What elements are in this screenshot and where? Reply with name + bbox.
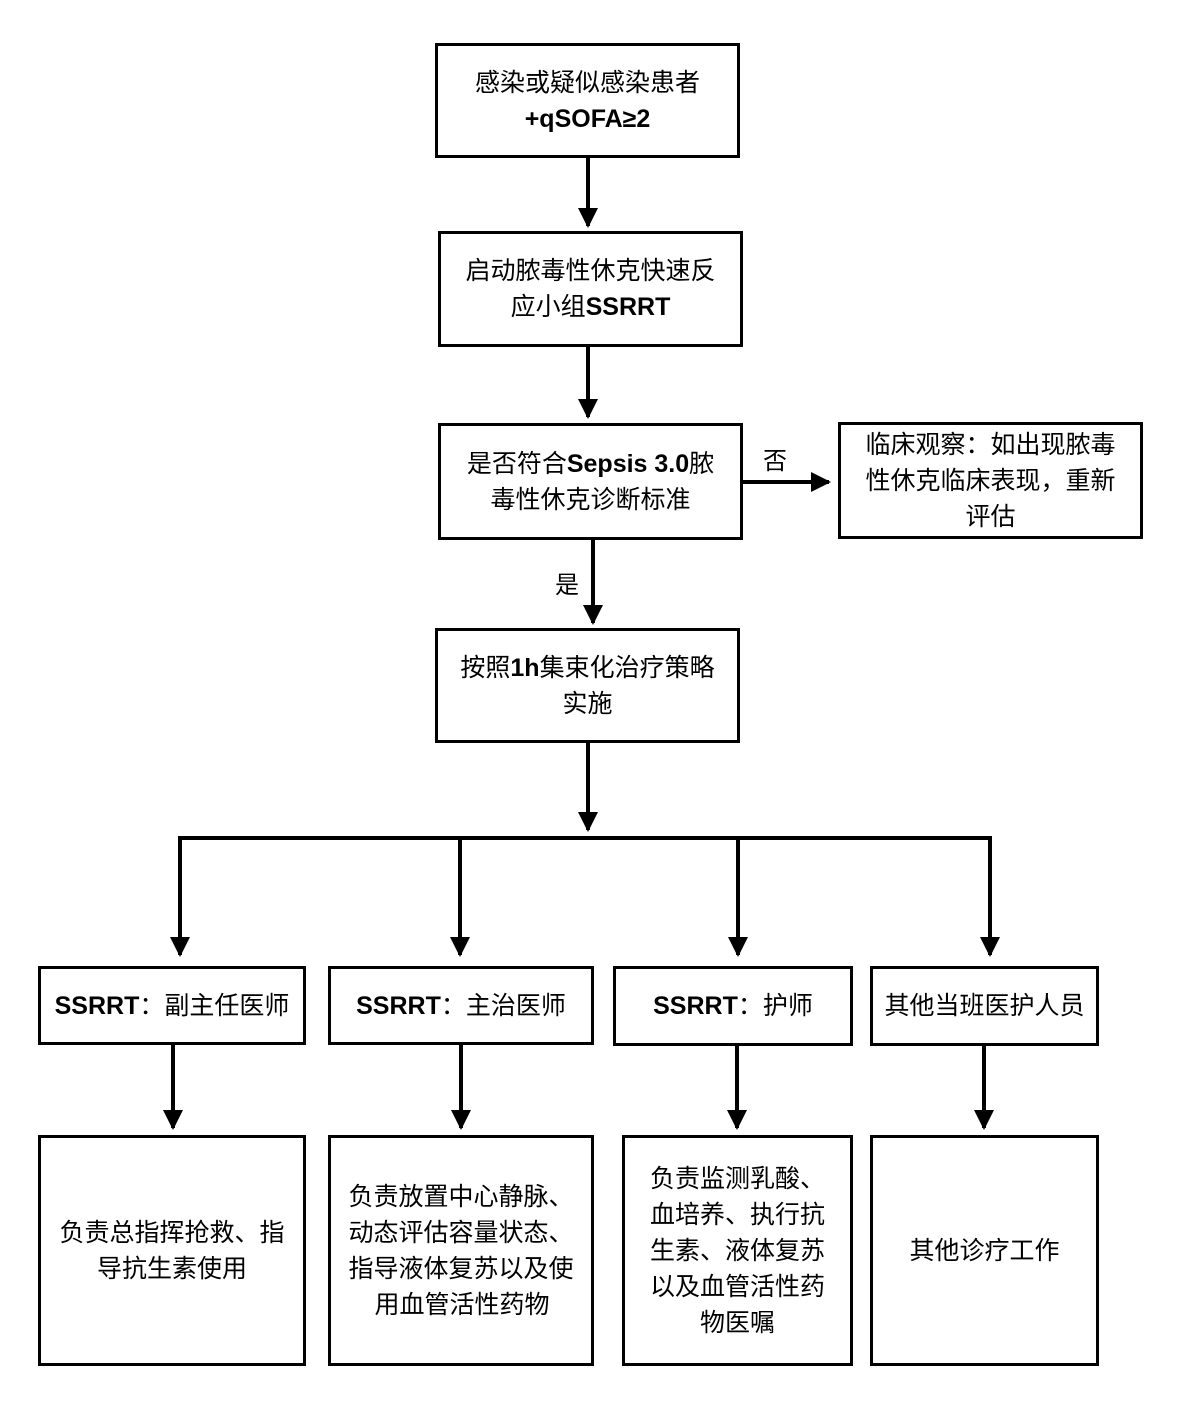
duty-3-line4: 以及血管活性药 xyxy=(649,1271,825,1301)
role-node-1: SSRRT：副主任医师 xyxy=(38,966,306,1045)
duty-4-line1: 其他诊疗工作 xyxy=(909,1235,1060,1265)
role-2-bold: SSRRT xyxy=(356,991,441,1020)
decision-pre: 是否符合 xyxy=(466,448,567,478)
duty-node-4: 其他诊疗工作 xyxy=(870,1135,1099,1366)
role-1-bold: SSRRT xyxy=(54,991,140,1020)
observe-line1: 临床观察：如出现脓毒 xyxy=(865,429,1116,459)
role-1-rest: ：副主任医师 xyxy=(139,990,290,1020)
bundle-post: 集束化治疗策略 xyxy=(539,652,715,682)
role-2-rest: ：主治医师 xyxy=(440,990,566,1020)
role-4-rest: 其他当班医护人员 xyxy=(884,991,1085,1020)
duty-2-line3: 指导液体复苏以及使 xyxy=(348,1253,574,1283)
duty-2-line4: 用血管活性药物 xyxy=(374,1289,550,1319)
role-node-4: 其他当班医护人员 xyxy=(870,966,1099,1046)
role-3-bold: SSRRT xyxy=(653,992,738,1020)
observe-line2: 性休克临床表现，重新 xyxy=(865,465,1116,495)
start-line1: 感染或疑似感染患者 xyxy=(474,67,700,97)
duty-3-line5: 物医嘱 xyxy=(699,1307,775,1337)
role-node-2: SSRRT：主治医师 xyxy=(328,966,594,1045)
activate-line2-pre: 应小组 xyxy=(510,292,586,321)
activate-node: 启动脓毒性休克快速反 应小组SSRRT xyxy=(438,231,743,347)
activate-line2-bold: SSRRT xyxy=(585,293,671,321)
start-line2: +qSOFA≥2 xyxy=(524,104,651,133)
bundle-node: 按照1h集束化治疗策略 实施 xyxy=(435,628,740,743)
decision-post: 脓 xyxy=(689,448,715,478)
duty-3-line2: 血培养、执行抗 xyxy=(649,1199,825,1229)
decision-line2: 毒性休克诊断标准 xyxy=(490,484,691,514)
role-3-rest: ：护师 xyxy=(737,991,813,1020)
bus-line xyxy=(178,836,992,955)
bundle-line2: 实施 xyxy=(562,688,613,718)
duty-1-line2: 导抗生素使用 xyxy=(96,1253,247,1283)
bundle-pre: 按照 xyxy=(460,652,511,682)
observe-line3: 评估 xyxy=(965,501,1016,531)
duty-node-3: 负责监测乳酸、 血培养、执行抗 生素、液体复苏 以及血管活性药 物医嘱 xyxy=(622,1135,853,1366)
decision-node: 是否符合Sepsis 3.0脓 毒性休克诊断标准 xyxy=(438,423,743,540)
duty-2-line2: 动态评估容量状态、 xyxy=(348,1217,574,1247)
duty-node-2: 负责放置中心静脉、 动态评估容量状态、 指导液体复苏以及使 用血管活性药物 xyxy=(328,1135,594,1366)
activate-line1: 启动脓毒性休克快速反 xyxy=(465,256,716,285)
start-node: 感染或疑似感染患者 +qSOFA≥2 xyxy=(435,43,740,158)
edge-label-yes: 是 xyxy=(555,571,579,599)
duty-3-line3: 生素、液体复苏 xyxy=(649,1235,825,1265)
observe-node: 临床观察：如出现脓毒 性休克临床表现，重新 评估 xyxy=(838,422,1143,539)
decision-bold: Sepsis 3.0 xyxy=(566,449,690,478)
duty-2-line1: 负责放置中心静脉、 xyxy=(348,1181,574,1211)
edge-label-no: 否 xyxy=(763,447,787,475)
duty-1-line1: 负责总指挥抢救、指 xyxy=(59,1217,285,1247)
role-node-3: SSRRT：护师 xyxy=(613,966,853,1046)
bundle-bold: 1h xyxy=(510,653,540,682)
duty-3-line1: 负责监测乳酸、 xyxy=(649,1163,825,1193)
duty-node-1: 负责总指挥抢救、指 导抗生素使用 xyxy=(38,1135,306,1366)
